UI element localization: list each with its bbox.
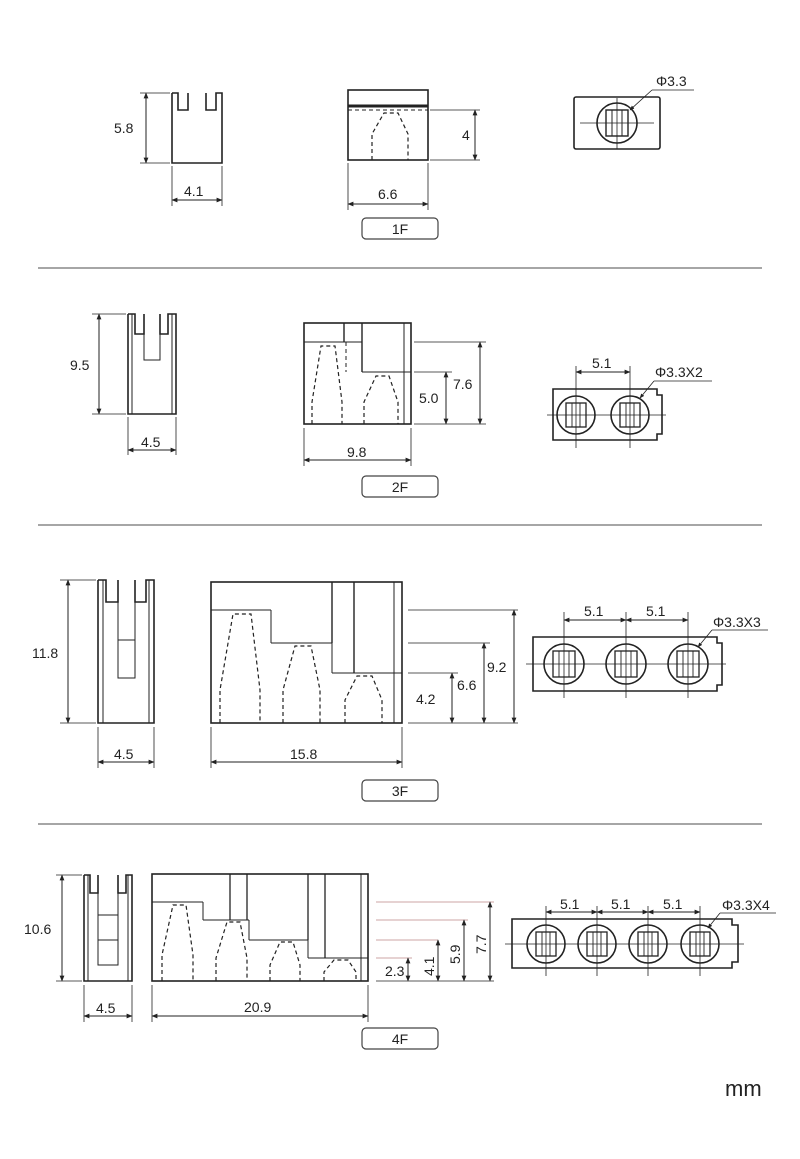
pitch-dim: 5.1: [584, 603, 604, 619]
section-label: 3F: [392, 783, 408, 799]
step-dim: 6.6: [457, 677, 477, 693]
step-dim: 9.2: [487, 659, 507, 675]
section-2f: 9.5 4.5 5.0 7.6 9.8: [70, 313, 712, 498]
side-view-3f: [60, 579, 155, 768]
side-height-dim: 5.8: [114, 120, 134, 136]
hole-diameter-dim: Φ3.3X4: [722, 897, 770, 913]
section-label: 2F: [392, 479, 408, 495]
section-label-box: [361, 475, 439, 498]
section-4f: 10.6 4.5: [24, 873, 776, 1050]
side-width-dim: 4.5: [114, 746, 134, 762]
section-label-box: [361, 779, 439, 802]
units-label: mm: [725, 1076, 762, 1101]
step-dim: 2.3: [385, 963, 405, 979]
section-label-box: [361, 1027, 439, 1050]
bottom-view-4f: [505, 906, 776, 976]
front-view-3f: [210, 581, 518, 768]
side-height-dim: 9.5: [70, 357, 90, 373]
side-view-2f: [92, 313, 177, 455]
section-label-box: [361, 217, 439, 240]
bottom-view-1f: [573, 89, 694, 150]
section-label: 4F: [392, 1031, 408, 1047]
side-height-dim: 10.6: [24, 921, 51, 937]
front-width-dim: 15.8: [290, 746, 317, 762]
bottom-view-2f: [547, 366, 712, 448]
step-dim: 4.2: [416, 691, 436, 707]
hole-diameter-dim: Φ3.3: [656, 73, 687, 89]
hole-diameter-dim: Φ3.3X3: [713, 614, 761, 630]
front-width-dim: 20.9: [244, 999, 271, 1015]
step-dim: 5.9: [447, 944, 463, 964]
pitch-dim: 5.1: [646, 603, 666, 619]
front-view-4f: [151, 873, 494, 1022]
front-width-dim: 6.6: [378, 186, 398, 202]
step-dim: 5.0: [419, 390, 439, 406]
bottom-view-3f: [526, 612, 768, 698]
section-3f: 11.8 4.5 4.2 6.6 9.: [32, 579, 768, 802]
pitch-dim: 5.1: [592, 355, 612, 371]
step-dim: 7.7: [473, 934, 489, 954]
pitch-dim: 5.1: [560, 896, 580, 912]
section-1f: 5.8 4.1 4 6.6 Φ3.3: [114, 73, 694, 240]
pitch-dim: 5.1: [663, 896, 683, 912]
section-label: 1F: [392, 221, 408, 237]
front-width-dim: 9.8: [347, 444, 367, 460]
side-width-dim: 4.1: [184, 183, 204, 199]
front-view-2f: [303, 322, 486, 466]
front-view-1f: [347, 89, 480, 210]
front-height-dim: 4: [462, 127, 470, 143]
side-width-dim: 4.5: [141, 434, 161, 450]
side-width-dim: 4.5: [96, 1000, 116, 1016]
hole-diameter-dim: Φ3.3X2: [655, 364, 703, 380]
step-dim: 7.6: [453, 376, 473, 392]
step-dim: 4.1: [421, 956, 437, 976]
side-height-dim: 11.8: [32, 645, 58, 661]
side-view-4f: [56, 874, 133, 1022]
side-view-1f: [140, 92, 223, 206]
pitch-dim: 5.1: [611, 896, 631, 912]
